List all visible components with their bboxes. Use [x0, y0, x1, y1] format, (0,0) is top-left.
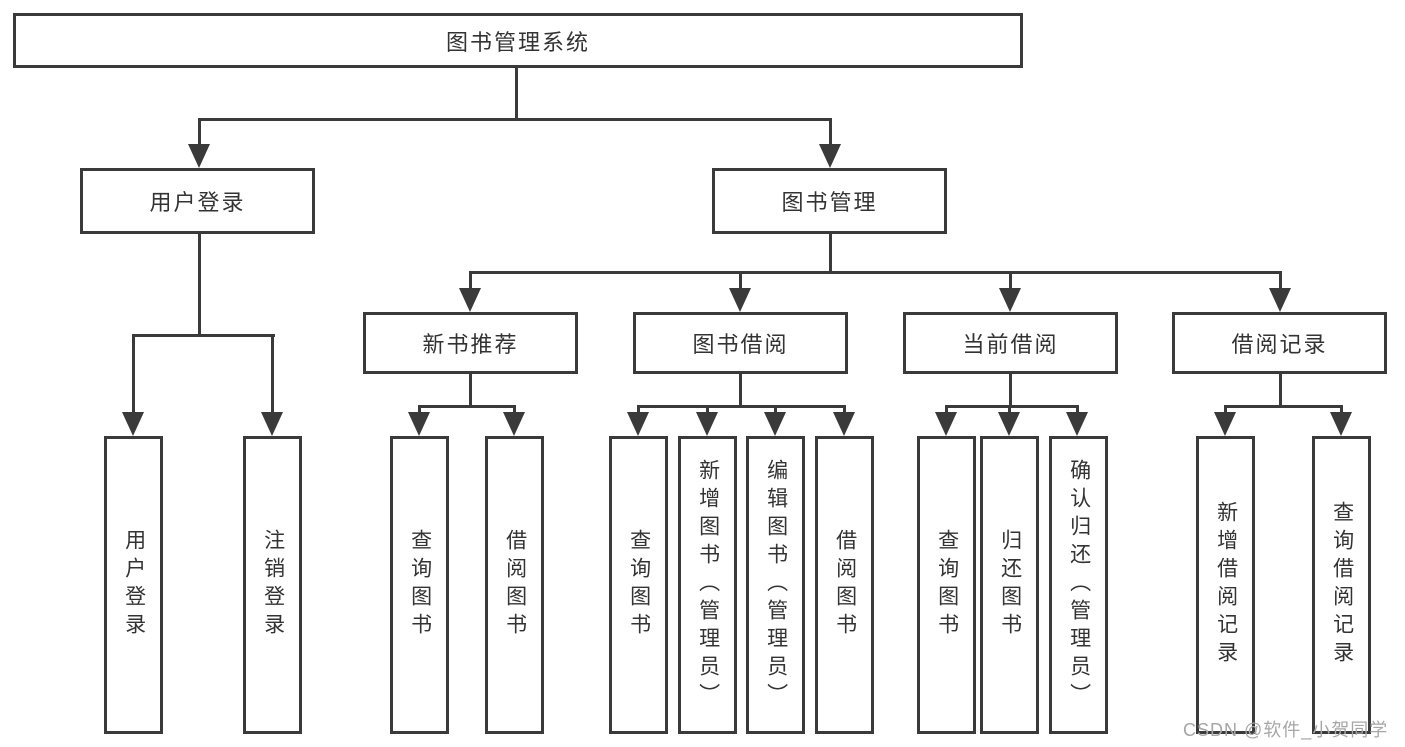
leaf-query-books-3-label: 查询图书	[935, 529, 959, 641]
connector-book-borrow-bar	[637, 405, 845, 408]
leaf-query-books-2-label: 查询图书	[627, 529, 651, 641]
leaf-query-borrow-record: 查询借阅记录	[1312, 436, 1371, 734]
leaf-borrow-books-1-label: 借阅图书	[503, 529, 527, 641]
arrowhead-query-books-2	[627, 412, 649, 436]
arrowhead-query-books-3	[935, 412, 957, 436]
connector-drop-query-books-3	[945, 405, 948, 415]
arrowhead-confirm-return	[1066, 412, 1088, 436]
node-book-borrow-label: 图书借阅	[692, 332, 789, 357]
arrowhead-query-books-1	[408, 412, 430, 436]
node-root: 图书管理系统	[13, 13, 1023, 68]
leaf-user-login: 用户登录	[104, 436, 163, 734]
arrowhead-leaf-logout	[261, 412, 283, 436]
node-borrow-records-label: 借阅记录	[1231, 332, 1328, 357]
leaf-return-books-label: 归还图书	[998, 529, 1022, 641]
connector-drop-return-books	[1008, 405, 1011, 415]
connector-drop-current-borrow	[1009, 271, 1012, 290]
connector-book-management-stem	[829, 231, 832, 273]
arrowhead-edit-book	[764, 412, 786, 436]
connector-drop-confirm-return	[1076, 405, 1079, 415]
connector-new-book-stem	[469, 372, 472, 407]
arrowhead-borrow-records	[1269, 288, 1291, 312]
connector-borrow-records-bar	[1224, 405, 1343, 408]
arrowhead-add-record	[1214, 412, 1236, 436]
connector-drop-user-login	[198, 118, 201, 148]
connector-drop-book-management	[829, 118, 832, 148]
node-current-borrow-label: 当前借阅	[962, 332, 1059, 357]
leaf-logout-login-label: 注销登录	[261, 529, 285, 641]
connector-drop-book-borrow	[739, 271, 742, 290]
arrowhead-add-book	[696, 412, 718, 436]
connector-drop-new-book	[469, 271, 472, 290]
arrowhead-leaf-user-login	[122, 412, 144, 436]
arrowhead-return-books	[998, 412, 1020, 436]
leaf-user-login-label: 用户登录	[122, 529, 146, 641]
leaf-add-book-admin: 新增图书（管理员）	[678, 436, 737, 734]
leaf-logout-login: 注销登录	[243, 436, 302, 734]
leaf-edit-book-admin: 编辑图书（管理员）	[746, 436, 805, 734]
leaf-query-books-1: 查询图书	[390, 436, 449, 734]
connector-drop-leaf-logout	[271, 334, 274, 414]
leaf-borrow-books-1: 借阅图书	[485, 436, 544, 734]
connector-level2-bar	[469, 271, 1282, 274]
arrowhead-book-borrow	[729, 288, 751, 312]
leaf-confirm-return-admin: 确认归还（管理员）	[1049, 436, 1108, 734]
arrowhead-user-login	[188, 144, 210, 168]
arrowhead-book-management	[819, 144, 841, 168]
leaf-borrow-books-2: 借阅图书	[815, 436, 874, 734]
connector-drop-add-record	[1224, 405, 1227, 415]
leaf-edit-book-admin-label: 编辑图书（管理员）	[764, 459, 788, 711]
node-borrow-records: 借阅记录	[1172, 312, 1387, 374]
node-current-borrow: 当前借阅	[903, 312, 1118, 374]
leaf-add-borrow-record-label: 新增借阅记录	[1214, 501, 1238, 669]
connector-drop-query-record	[1340, 405, 1343, 415]
connector-current-borrow-bar	[945, 405, 1079, 408]
node-book-borrow: 图书借阅	[633, 312, 848, 374]
connector-new-book-bar	[418, 405, 516, 408]
leaf-query-books-3: 查询图书	[917, 436, 976, 734]
connector-drop-borrow-records	[1279, 271, 1282, 290]
connector-book-borrow-stem	[739, 372, 742, 407]
leaf-query-borrow-record-label: 查询借阅记录	[1330, 501, 1354, 669]
connector-root-stem	[515, 67, 518, 120]
leaf-return-books: 归还图书	[980, 436, 1039, 734]
connector-current-borrow-stem	[1009, 372, 1012, 407]
csdn-watermark: CSDN @软件_小贺同学	[1183, 720, 1389, 740]
leaf-confirm-return-admin-label: 确认归还（管理员）	[1067, 459, 1091, 711]
connector-level1-bar	[198, 118, 832, 121]
connector-drop-edit-book	[774, 405, 777, 415]
arrowhead-query-record	[1330, 412, 1352, 436]
connector-drop-leaf-user-login	[132, 334, 135, 414]
arrowhead-borrow-books-2	[833, 412, 855, 436]
leaf-query-books-2: 查询图书	[609, 436, 668, 734]
connector-user-login-stem	[198, 232, 201, 336]
node-user-login: 用户登录	[80, 168, 315, 234]
leaf-add-book-admin-label: 新增图书（管理员）	[696, 459, 720, 711]
connector-drop-borrow-books-1	[513, 405, 516, 415]
node-new-book-recommend: 新书推荐	[363, 312, 578, 374]
node-user-login-label: 用户登录	[149, 190, 246, 215]
node-new-book-recommend-label: 新书推荐	[422, 332, 519, 357]
connector-drop-query-books-2	[637, 405, 640, 415]
arrowhead-current-borrow	[999, 288, 1021, 312]
leaf-add-borrow-record: 新增借阅记录	[1196, 436, 1255, 734]
arrowhead-borrow-books-1	[503, 412, 525, 436]
node-book-management-label: 图书管理	[781, 190, 878, 215]
node-book-management: 图书管理	[712, 168, 947, 234]
connector-user-login-bar	[133, 334, 275, 337]
connector-drop-add-book	[706, 405, 709, 415]
connector-borrow-records-stem	[1279, 372, 1282, 407]
leaf-query-books-1-label: 查询图书	[408, 529, 432, 641]
connector-drop-borrow-books-2	[843, 405, 846, 415]
connector-drop-query-books-1	[418, 405, 421, 415]
node-root-label: 图书管理系统	[445, 29, 590, 55]
arrowhead-new-book	[459, 288, 481, 312]
leaf-borrow-books-2-label: 借阅图书	[833, 529, 857, 641]
